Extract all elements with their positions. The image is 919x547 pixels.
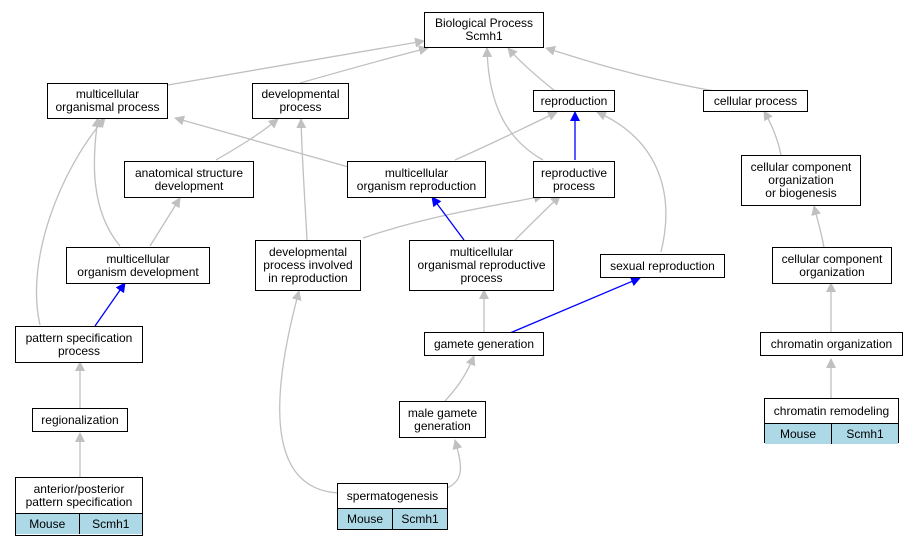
- edge-morp-reproproc: [514, 195, 561, 241]
- node-cellular-component-organization: cellular component organization: [772, 247, 892, 284]
- node-cellular-process: cellular process: [703, 90, 808, 112]
- gene-annotation-row: Mouse Scmh1: [765, 424, 898, 444]
- node-pattern-specification-process: pattern specification process: [15, 326, 143, 363]
- gene-node-title: chromatin remodeling: [765, 399, 898, 424]
- gene-annotation-row: Mouse Scmh1: [16, 514, 142, 534]
- node-developmental-process: developmental process: [252, 83, 349, 119]
- node-multicellular-organismal-process: multicellular organismal process: [47, 83, 168, 119]
- edge-ccon-ccob: [811, 205, 825, 249]
- edge-asd-dev: [215, 118, 279, 161]
- gene-node-anterior-posterior-pattern-specification: anterior/posterior pattern specification…: [15, 477, 143, 536]
- node-reproduction: reproduction: [533, 90, 615, 112]
- node-sexual-reproduction: sexual reproduction: [600, 254, 725, 278]
- species-cell: Mouse: [16, 514, 79, 534]
- node-multicellular-organism-development: multicellular organism development: [66, 247, 210, 284]
- node-chromatin-organization: chromatin organization: [760, 332, 903, 356]
- edge-male-gamete: [444, 355, 476, 402]
- node-anatomical-structure-development: anatomical structure development: [124, 161, 254, 198]
- gene-node-spermatogenesis: spermatogenesis Mouse Scmh1: [337, 483, 448, 530]
- gene-node-title: spermatogenesis: [338, 484, 447, 509]
- species-cell: Mouse: [765, 424, 831, 444]
- edge-dev-root: [299, 45, 429, 84]
- edge-cco-cellproc: [763, 110, 782, 156]
- edge-cellproc-root: [545, 45, 721, 93]
- node-cellular-component-organization-or-biogenesis: cellular component organization or bioge…: [741, 155, 861, 206]
- node-biological-process-root: Biological Process Scmh1: [424, 12, 544, 48]
- gene-annotation-row: Mouse Scmh1: [338, 509, 447, 529]
- gene-cell: Scmh1: [392, 509, 447, 529]
- node-multicellular-organismal-reproductive-process: multicellular organismal reproductive pr…: [409, 240, 554, 291]
- node-developmental-process-involved-in-reproduction: developmental process involved in reprod…: [255, 240, 361, 291]
- edge-psp-mod: [94, 282, 126, 327]
- node-multicellular-organism-reproduction: multicellular organism reproduction: [347, 161, 486, 198]
- edge-sexrep-repro: [596, 111, 667, 253]
- gene-node-chromatin-remodeling: chromatin remodeling Mouse Scmh1: [764, 398, 899, 444]
- edge-dpir-dev: [296, 118, 308, 241]
- edge-morp-mor: [431, 196, 465, 241]
- edge-mor-repro: [454, 111, 558, 161]
- species-cell: Mouse: [338, 509, 392, 529]
- edge-mod-mop: [91, 117, 121, 247]
- gene-cell: Scmh1: [78, 514, 142, 534]
- edge-gamete-sexrep: [509, 276, 641, 334]
- gene-node-title: anterior/posterior pattern specification: [16, 478, 142, 514]
- edge-sperm-male: [446, 439, 463, 489]
- gene-cell: Scmh1: [831, 424, 898, 444]
- node-reproductive-process: reproductive process: [533, 161, 615, 198]
- edge-mor-mop: [174, 115, 353, 169]
- edge-dpir-reproproc: [362, 192, 544, 239]
- node-regionalization: regionalization: [32, 408, 128, 432]
- edge-repro-root: [507, 47, 556, 92]
- node-gamete-generation: gamete generation: [424, 332, 544, 356]
- edge-sperm-dpir: [279, 290, 339, 494]
- edge-psp-mop: [35, 117, 106, 326]
- edge-reproproc-root: [482, 47, 544, 161]
- edge-mod-asd: [149, 197, 181, 247]
- edge-mop-root: [167, 37, 425, 86]
- node-male-gamete-generation: male gamete generation: [399, 401, 486, 438]
